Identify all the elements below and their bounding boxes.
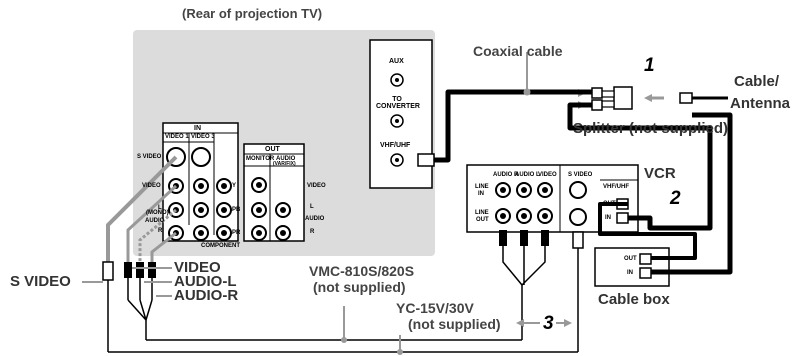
- tv-monitor-label: MONITOR: [246, 156, 275, 162]
- tv-component-label: COMPONENT: [201, 243, 240, 249]
- cable-box-label: Cable box: [598, 291, 670, 308]
- audio-r-label: AUDIO-R: [174, 287, 239, 304]
- vcr-audio-r-label: AUDIO R: [493, 172, 519, 178]
- tv-pr-label: PR: [232, 230, 241, 236]
- tv-vhf-uhf-label: VHF/UHF: [380, 142, 411, 149]
- step-3-label: 3: [543, 313, 554, 334]
- tv-y-label: Y: [232, 183, 237, 189]
- tv-audio-label: AUDIO: [145, 218, 165, 224]
- tv-pb-label: PB: [232, 207, 241, 213]
- tv-in-label: IN: [194, 125, 201, 132]
- tv-aux-label: AUX: [389, 58, 404, 65]
- coaxial-cable-label: Coaxial cable: [473, 43, 563, 59]
- tv-side-plugs: [102, 261, 156, 281]
- tv-rca-jacks: [168, 178, 232, 241]
- vcr-label: VCR: [644, 165, 676, 182]
- tv-out-video-label: VIDEO: [307, 183, 326, 189]
- vcr-audio-l-label: AUDIO L: [515, 172, 540, 178]
- tv-video-label: VIDEO: [142, 183, 161, 189]
- tv-audio-l-label: L: [158, 205, 162, 211]
- yc-cable-label-2: (not supplied): [408, 316, 501, 332]
- step-1-label: 1: [644, 55, 655, 76]
- cable-antenna-label-2: Antenna: [730, 95, 790, 112]
- svideo-label: S VIDEO: [10, 273, 71, 290]
- cable-box-in-label: IN: [627, 270, 633, 276]
- tv-out-label: OUT: [265, 146, 280, 153]
- vcr-video-label: VIDEO: [538, 172, 557, 178]
- vcr-line-out-label-2: OUT: [476, 217, 489, 223]
- tv-to-converter-label: TO CONVERTER: [376, 96, 420, 110]
- vcr-out-label: OUT: [603, 201, 616, 207]
- step-2-label: 2: [670, 188, 681, 209]
- video-label: VIDEO: [174, 259, 221, 276]
- vcr-line-in-label-2: IN: [478, 191, 484, 197]
- tv-svideo-label: S VIDEO: [137, 154, 162, 160]
- tv-video1-label: VIDEO 1: [165, 134, 189, 140]
- tv-output-panel: [243, 143, 305, 242]
- cable-box-out-label: OUT: [624, 256, 637, 262]
- vcr-svideo-label: S VIDEO: [568, 172, 593, 178]
- tv-mono-label: (MONO): [146, 210, 169, 216]
- cable-box-panel: [594, 247, 670, 287]
- vcr-line-in-label-1: LINE: [475, 184, 489, 190]
- vcr-line-out-label-1: LINE: [475, 210, 489, 216]
- tv-out-jacks: [251, 177, 291, 241]
- audio-l-label: AUDIO-L: [174, 273, 237, 290]
- tv-out-audio-vert-label: AUDIO: [305, 216, 325, 222]
- header-title: (Rear of projection TV): [182, 6, 323, 21]
- vmc-cable-label-2: (not supplied): [313, 279, 406, 295]
- tv-svideo3-jack-icon: [191, 147, 211, 167]
- splitter-icon: [613, 86, 633, 110]
- tv-audio-r-label: R: [158, 228, 163, 234]
- tv-out-audio-label: AUDIO: [276, 156, 296, 162]
- yc-cable-label-1: YC-15V/30V: [396, 300, 474, 316]
- vmc-cable-label-1: VMC-810S/820S: [309, 263, 415, 279]
- vcr-vhf-uhf-label: VHF/UHF: [603, 184, 629, 190]
- cable-antenna-label-1: Cable/: [734, 73, 780, 90]
- vcr-in-label: IN: [605, 215, 611, 221]
- svideo-cable-tv: [106, 155, 178, 262]
- splitter-label: Splitter (not supplied): [573, 120, 728, 137]
- tv-video3-label: VIDEO 3: [191, 134, 215, 140]
- vcr-panel: [466, 164, 639, 233]
- tv-out-l-label: L: [310, 204, 314, 210]
- tv-out-r-label: R: [310, 229, 315, 235]
- vcr-jacks: [495, 181, 629, 226]
- coaxial-cable-1: [432, 89, 592, 163]
- tv-var-fix-label: (VAR/FIX): [273, 161, 296, 167]
